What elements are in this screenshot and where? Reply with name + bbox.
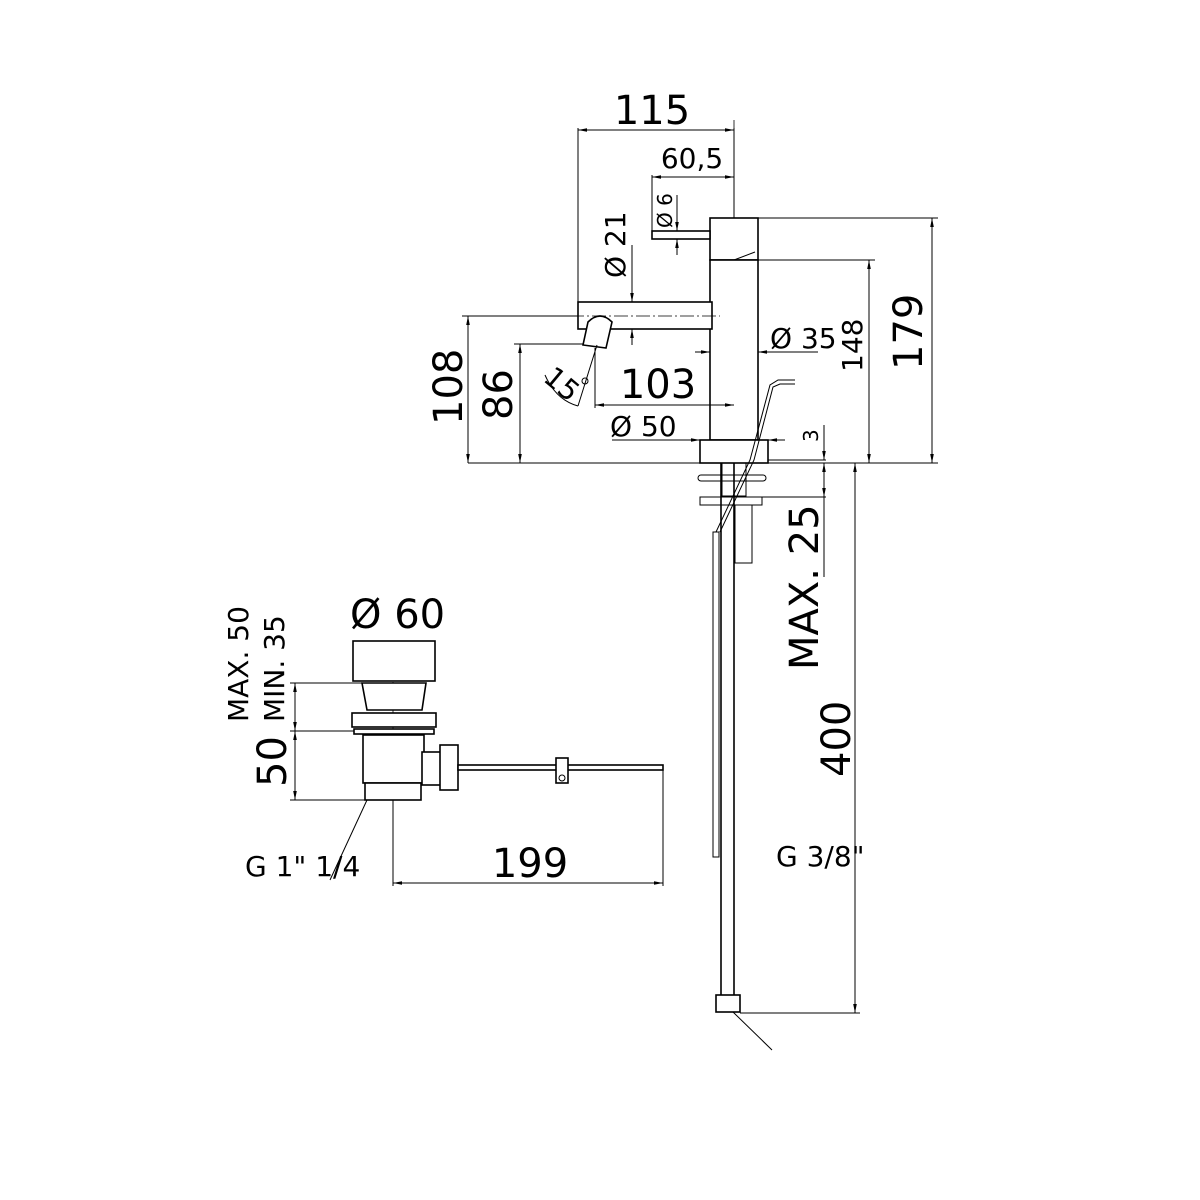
dim-base-dia: Ø 50: [610, 410, 677, 443]
drain-flange: [351, 712, 437, 728]
drain-side-view: 199 Ø 60 MAX. 50 MIN. 35 50 G 1" 1/4: [222, 592, 664, 887]
dim-body-dia: Ø 35: [770, 322, 837, 355]
pop-up-rod: [712, 531, 720, 858]
dim-handle-offset: 60,5: [661, 142, 723, 175]
dim-handle-dia: Ø 6: [653, 193, 677, 228]
dim-angle: 15: [538, 360, 587, 408]
hose-nut: [715, 994, 741, 1013]
dim-max-deck: MAX. 25: [782, 504, 828, 670]
dim-drain-thread: G 1" 1/4: [245, 850, 360, 883]
dim-height-total: 179: [886, 294, 932, 370]
drain-cap: [352, 640, 436, 682]
drain-nut: [439, 744, 459, 791]
faucet-handle-lever: [651, 230, 711, 240]
dim-adjust-max: MAX. 50: [222, 606, 255, 722]
dim-adjust-min: MIN. 35: [258, 615, 291, 722]
dim-cap-dia: Ø 60: [350, 592, 445, 638]
drain-body: [362, 734, 425, 784]
faucet-side-view: 115 60,5 Ø 6 Ø 21 179 148 108 86 Ø 35 10…: [426, 88, 938, 1051]
dim-rod-length: 199: [492, 841, 568, 887]
dim-base-thickness: 3: [799, 429, 823, 442]
dim-spout-height: 108: [426, 349, 472, 425]
dim-spout-reach: 103: [620, 362, 696, 408]
dim-hose-thread: G 3/8": [776, 840, 865, 873]
dim-spout-dia: Ø 21: [599, 211, 632, 278]
dim-hose-length: 400: [814, 701, 860, 777]
rod-clip: [555, 757, 569, 784]
aerator: [582, 315, 613, 349]
dim-body-height: 50: [250, 736, 296, 787]
dim-height-body: 148: [836, 319, 869, 372]
dim-width-total: 115: [614, 88, 690, 134]
dim-aerator-height: 86: [476, 369, 522, 420]
faucet-body: [709, 259, 759, 441]
